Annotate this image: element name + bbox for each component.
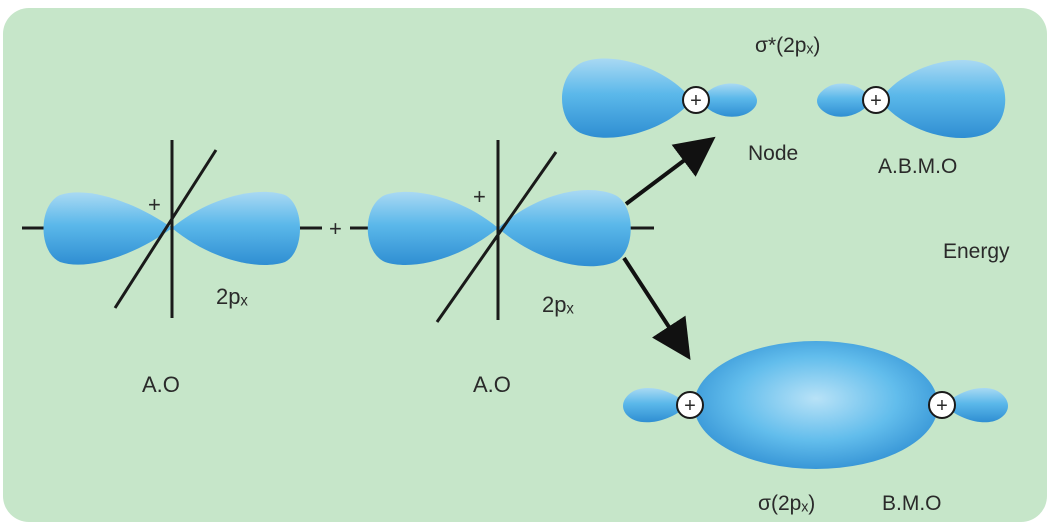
bonding-symbol-label: σ(2pₓ) [758,492,815,515]
orbital-lobe-left-a [43,192,172,265]
orbital-lobe-right-a [367,191,498,265]
orbital-label-right: 2pₓ [542,292,574,317]
svg-text:+: + [690,90,702,112]
abmo-label: A.B.M.O [878,155,957,178]
bonding-orbital: + + [623,341,1008,469]
ao-label-right: A.O [473,372,511,397]
phase-sign-circle-1: + [682,86,710,114]
svg-text:+: + [684,395,696,417]
arrow-to-bonding [622,256,691,361]
orbital-label-left: 2pₓ [216,284,248,309]
svg-text:+: + [936,395,948,417]
bonding-lobe-main [694,341,938,469]
ao-label-left: A.O [142,372,180,397]
orbital-lobe-left-b [172,191,300,265]
antibonding-orbital: + + [562,58,1006,139]
arrow-to-antibonding [624,136,716,206]
antibonding-lobe-outer-right [880,60,1006,139]
antibonding-lobe-outer-left [562,58,692,138]
orbital-lobe-right-b [498,190,631,267]
antibonding-lobe-inner-right [817,83,872,117]
atomic-orbital-right: + 2pₓ A.O [350,140,654,397]
energy-label: Energy [943,240,1010,263]
bonding-lobe-small-right [944,388,1008,423]
z-axis-right [435,151,558,323]
bonding-lobe-small-left [623,388,688,423]
phase-sign-circle-4: + [928,391,956,419]
node-label: Node [748,142,798,165]
atomic-orbital-left: + 2pₓ A.O [22,140,322,397]
z-axis-left [113,149,218,309]
plus-sign-right: + [473,184,486,209]
plus-sign-left: + [148,192,161,217]
antibonding-lobe-inner-left [700,83,757,117]
antibonding-symbol-label: σ*(2pₓ) [755,34,820,57]
svg-text:+: + [870,90,882,112]
combination-plus-sign: + [329,216,342,241]
phase-sign-circle-3: + [676,391,704,419]
bmo-label: B.M.O [882,492,942,515]
phase-sign-circle-2: + [862,86,890,114]
